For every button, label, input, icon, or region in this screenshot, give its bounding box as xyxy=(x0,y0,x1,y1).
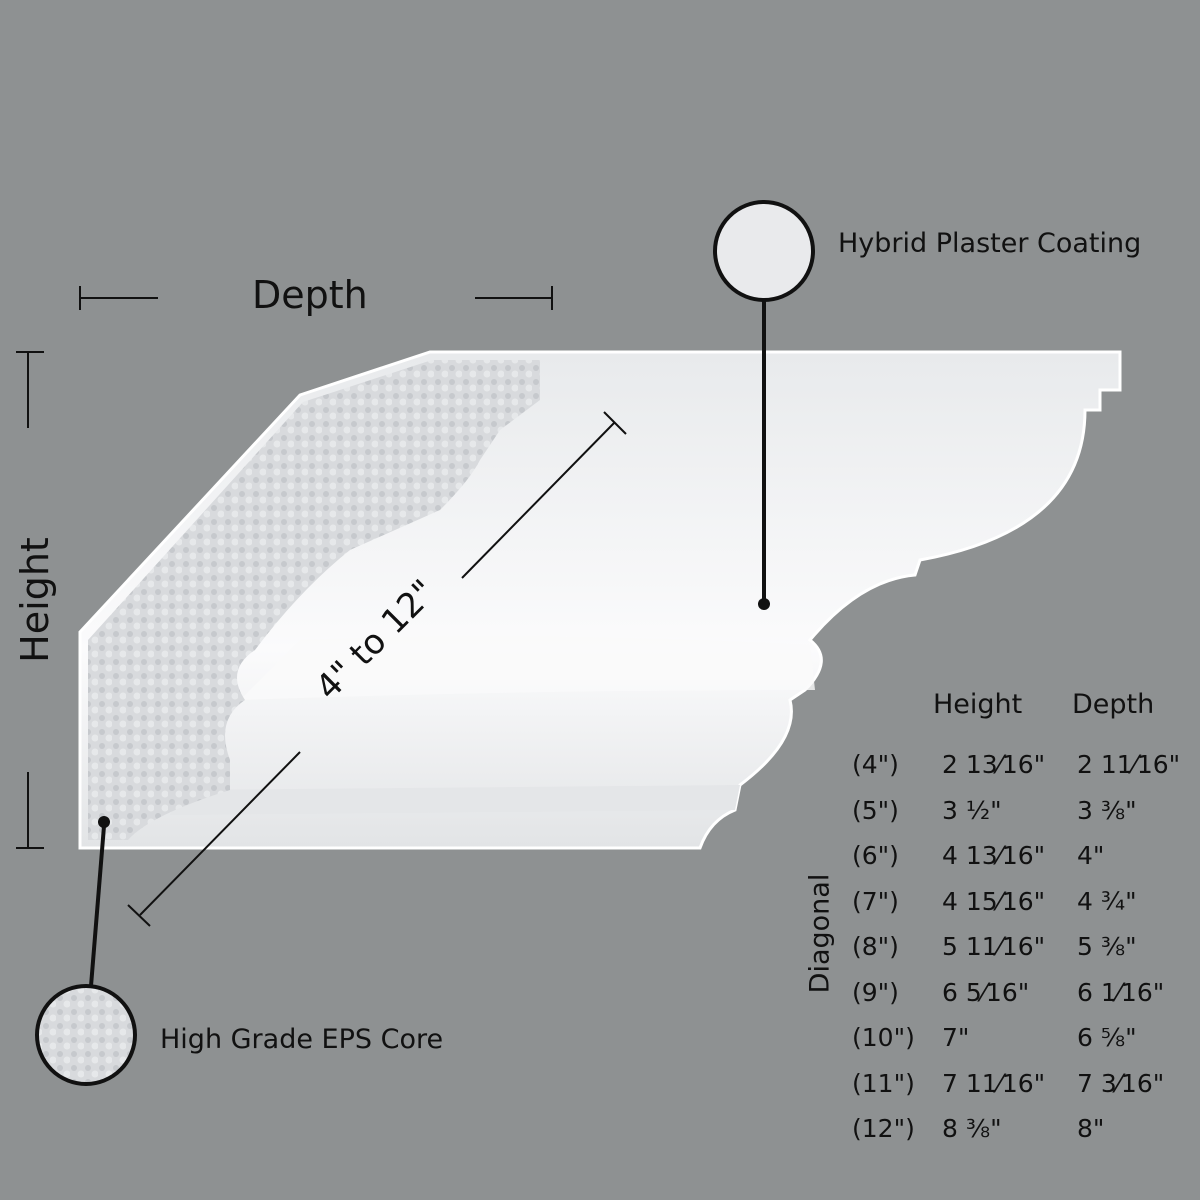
table-cell-depth: 4 ¾" xyxy=(1077,886,1137,916)
diagonal-header: Diagonal xyxy=(804,873,836,994)
table-cell-height: 6 5⁄16" xyxy=(942,977,1030,1007)
table-cell-height: 7" xyxy=(942,1023,970,1052)
table-cell-depth: 3 ⅜" xyxy=(1077,795,1137,825)
table-cell-diagonal: (10") xyxy=(852,1023,915,1052)
table-cell-diagonal: (12") xyxy=(852,1114,915,1143)
height-label: Height xyxy=(12,537,57,663)
eps-core-section xyxy=(88,360,540,840)
depth-column-header: Depth xyxy=(1072,689,1155,720)
core-callout xyxy=(35,816,137,1086)
table-cell-height: 4 13⁄16" xyxy=(942,841,1046,870)
table-cell-depth: 8" xyxy=(1077,1114,1105,1143)
table-cell-depth: 5 ⅜" xyxy=(1077,932,1137,961)
table-cell-depth: 2 11⁄16" xyxy=(1077,750,1181,779)
table-cell-depth: 7 3⁄16" xyxy=(1077,1068,1165,1098)
table-cell-diagonal: (11") xyxy=(852,1068,915,1098)
table-cell-height: 5 11⁄16" xyxy=(942,932,1046,961)
table-cell-diagonal: (8") xyxy=(852,932,899,961)
table-cell-height: 4 15⁄16" xyxy=(942,886,1046,916)
coating-callout xyxy=(713,200,815,610)
table-cell-diagonal: (6") xyxy=(852,841,899,870)
depth-label: Depth xyxy=(252,273,368,317)
height-dimension-line xyxy=(16,351,44,849)
coating-label: Hybrid Plaster Coating xyxy=(838,228,1142,259)
table-cell-depth: 6 1⁄16" xyxy=(1077,977,1165,1007)
height-column-header: Height xyxy=(933,689,1023,720)
table-cell-depth: 4" xyxy=(1077,841,1105,870)
table-cell-height: 2 13⁄16" xyxy=(942,750,1046,779)
diagonal-dimension-line xyxy=(127,411,627,927)
table-cell-depth: 6 ⅝" xyxy=(1077,1023,1137,1052)
table-cell-diagonal: (7") xyxy=(852,886,899,916)
table-cell-diagonal: (9") xyxy=(852,977,899,1007)
table-cell-diagonal: (4") xyxy=(852,750,899,779)
depth-dimension-line xyxy=(79,286,553,310)
table-cell-height: 3 ½" xyxy=(942,795,1002,825)
table-cell-height: 8 ⅜" xyxy=(942,1114,1002,1143)
core-label: High Grade EPS Core xyxy=(160,1024,444,1055)
table-cell-height: 7 11⁄16" xyxy=(942,1068,1046,1098)
table-cell-diagonal: (5") xyxy=(852,795,899,825)
